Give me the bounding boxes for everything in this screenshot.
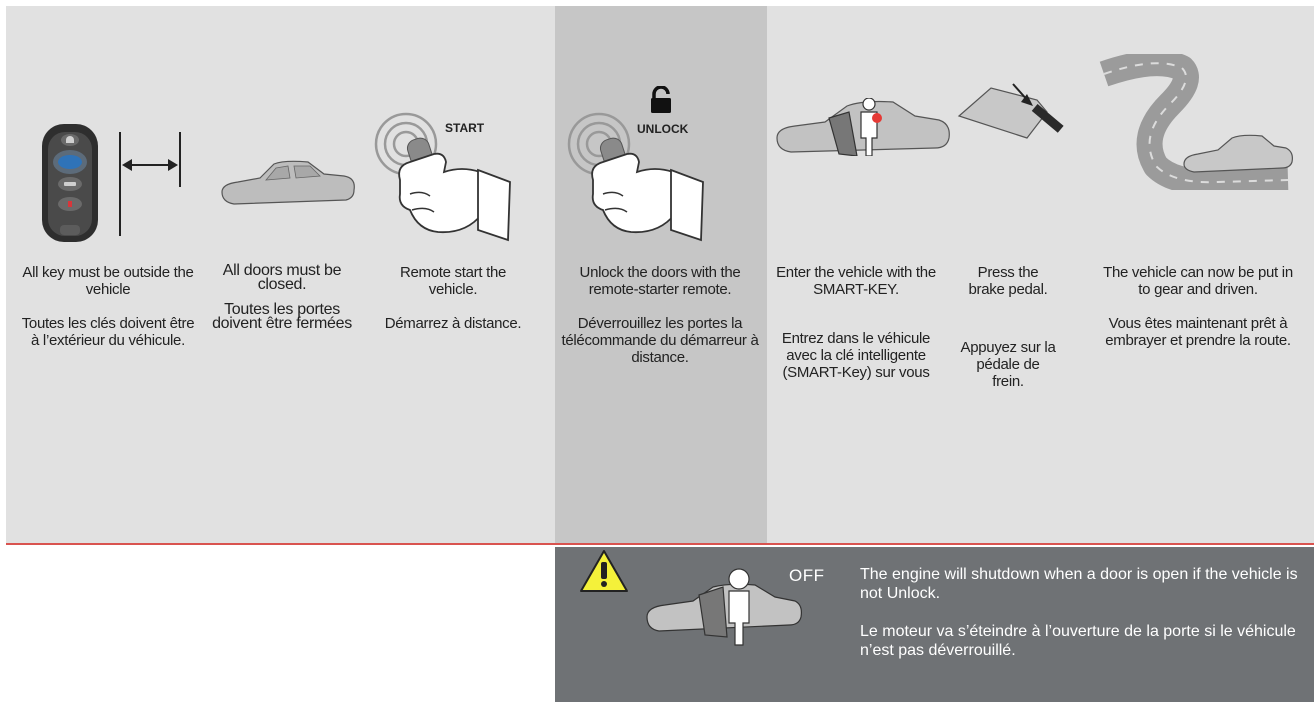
step-7-english: The vehicle can now be put in to gear an… [1098, 264, 1298, 298]
winding-road-car-icon [1098, 54, 1294, 190]
step-3-text: Remote start the vehicle. Démarrez à dis… [376, 264, 530, 332]
step-7-french: Vous êtes maintenant prêt à embrayer et … [1098, 315, 1298, 349]
key-fob-icon [40, 122, 100, 244]
divider-line [6, 543, 1314, 545]
car-icon [218, 160, 358, 206]
step-2-text: All doors must be closed. Toutes les por… [210, 264, 354, 331]
warning-panel: OFF The engine will shutdown when a door… [555, 547, 1314, 702]
person-opening-door-icon [643, 565, 803, 647]
step-3-french: Démarrez à distance. [376, 315, 530, 332]
brake-pedal-icon [953, 80, 1079, 156]
warning-icon [579, 549, 629, 593]
warning-text: The engine will shutdown when a door is … [860, 565, 1300, 660]
step-5-english: Enter the vehicle with the SMART-KEY. [776, 264, 936, 298]
distance-arrow-icon [116, 132, 184, 236]
remote-unlock-hand-icon [563, 110, 707, 250]
step-4-text: Unlock the doors with the remote-starter… [560, 264, 760, 366]
step-1-french: Toutes les clés doivent être à l’extérie… [20, 315, 196, 349]
step-1-text: All key must be outside the vehicle Tout… [20, 264, 196, 349]
warning-english: The engine will shutdown when a door is … [860, 565, 1300, 603]
start-button-label: START [445, 121, 484, 135]
step-5-french: Entrez dans le véhicule avec la clé inte… [776, 330, 936, 381]
step-5-text: Enter the vehicle with the SMART-KEY. En… [776, 264, 936, 381]
step-2-english: All doors must be closed. [210, 264, 354, 292]
step-4-english: Unlock the doors with the remote-starter… [560, 264, 760, 298]
engine-off-label: OFF [789, 566, 825, 586]
step-3-english: Remote start the vehicle. [376, 264, 530, 298]
person-entering-car-icon [773, 98, 953, 156]
step-6-french: Appuyez sur la pédale de frein. [960, 339, 1056, 390]
step-6-english: Press the brake pedal. [960, 264, 1056, 298]
step-7-text: The vehicle can now be put in to gear an… [1098, 264, 1298, 349]
remote-start-hand-icon [370, 110, 514, 250]
step-6-text: Press the brake pedal. Appuyez sur la pé… [960, 264, 1056, 390]
warning-french: Le moteur va s’éteindre à l’ouverture de… [860, 622, 1300, 660]
step-4-french: Déverrouillez les portes la télécommande… [560, 315, 760, 366]
step-1-english: All key must be outside the vehicle [20, 264, 196, 298]
step-2-french: Toutes les portes doivent être fermées [210, 303, 354, 331]
